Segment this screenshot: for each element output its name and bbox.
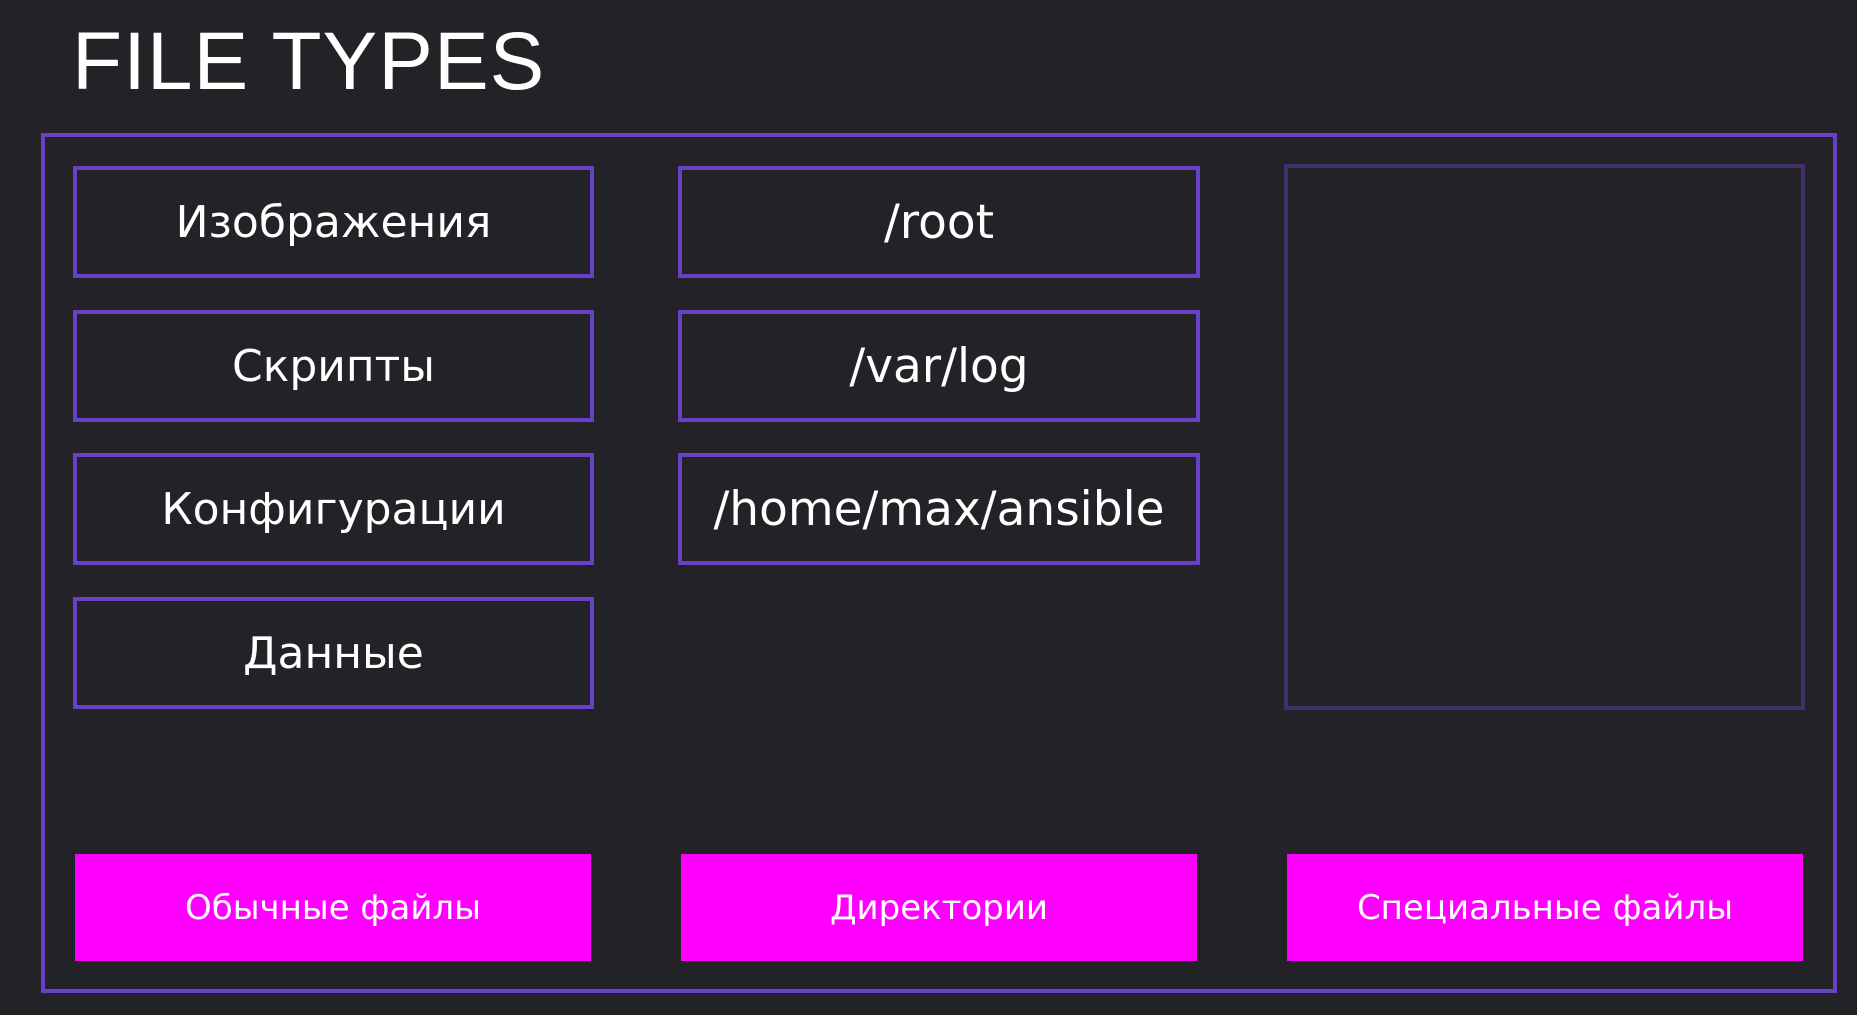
- category-directories: Директории: [681, 854, 1197, 961]
- regular-file-item-scripts: Скрипты: [73, 310, 594, 422]
- regular-file-item-configs: Конфигурации: [73, 453, 594, 565]
- directory-item-var-log: /var/log: [678, 310, 1200, 422]
- category-regular-files: Обычные файлы: [75, 854, 591, 961]
- special-files-empty-box: [1284, 164, 1805, 710]
- outer-frame: [41, 133, 1837, 993]
- regular-file-item-images: Изображения: [73, 166, 594, 278]
- regular-file-item-data: Данные: [73, 597, 594, 709]
- directory-item-root: /root: [678, 166, 1200, 278]
- category-special-files: Специальные файлы: [1287, 854, 1803, 961]
- directory-item-home-max-ansible: /home/max/ansible: [678, 453, 1200, 565]
- slide-title: FILE TYPES: [72, 16, 546, 107]
